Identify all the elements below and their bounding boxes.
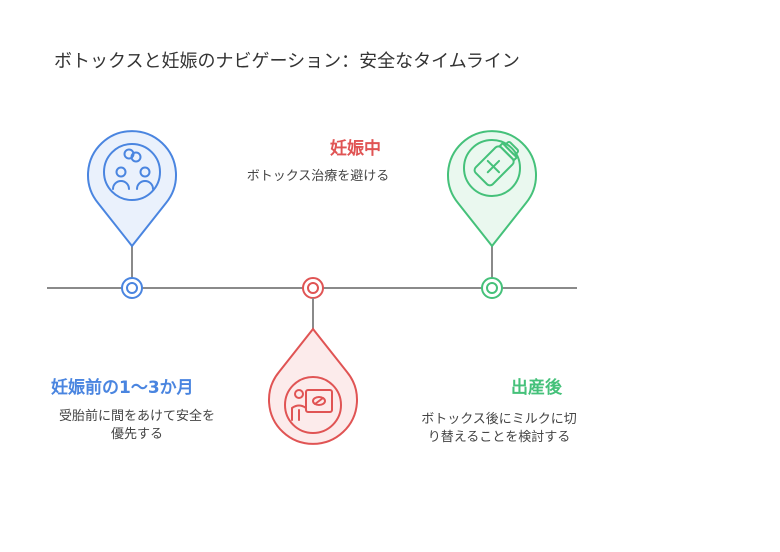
- stage-2-node: [302, 277, 324, 299]
- stage-1-title: 妊娠前の1〜3か月: [51, 378, 194, 398]
- stage-2-pin: [268, 298, 358, 445]
- stage-3-node: [481, 277, 503, 299]
- stage-2-title: 妊娠中: [330, 139, 381, 159]
- stage-3-description: ボトックス後にミルクに切り替えることを検討する: [421, 412, 577, 445]
- stage-1-pin: [87, 130, 177, 278]
- doctor-icon: [291, 389, 333, 421]
- stage-1-node: [121, 277, 143, 299]
- diagram-title: ボトックスと妊娠のナビゲーション：安全なタイムライン: [54, 51, 520, 72]
- stage-2-description: ボトックス治療を避ける: [246, 169, 390, 184]
- stage-3-title: 出産後: [511, 378, 562, 398]
- baby-bottle-icon: [473, 140, 520, 187]
- stage-3-pin: [447, 130, 537, 278]
- stage-1-description: 受胎前に間をあけて安全を優先する: [58, 409, 215, 442]
- couple-icon: [112, 148, 154, 190]
